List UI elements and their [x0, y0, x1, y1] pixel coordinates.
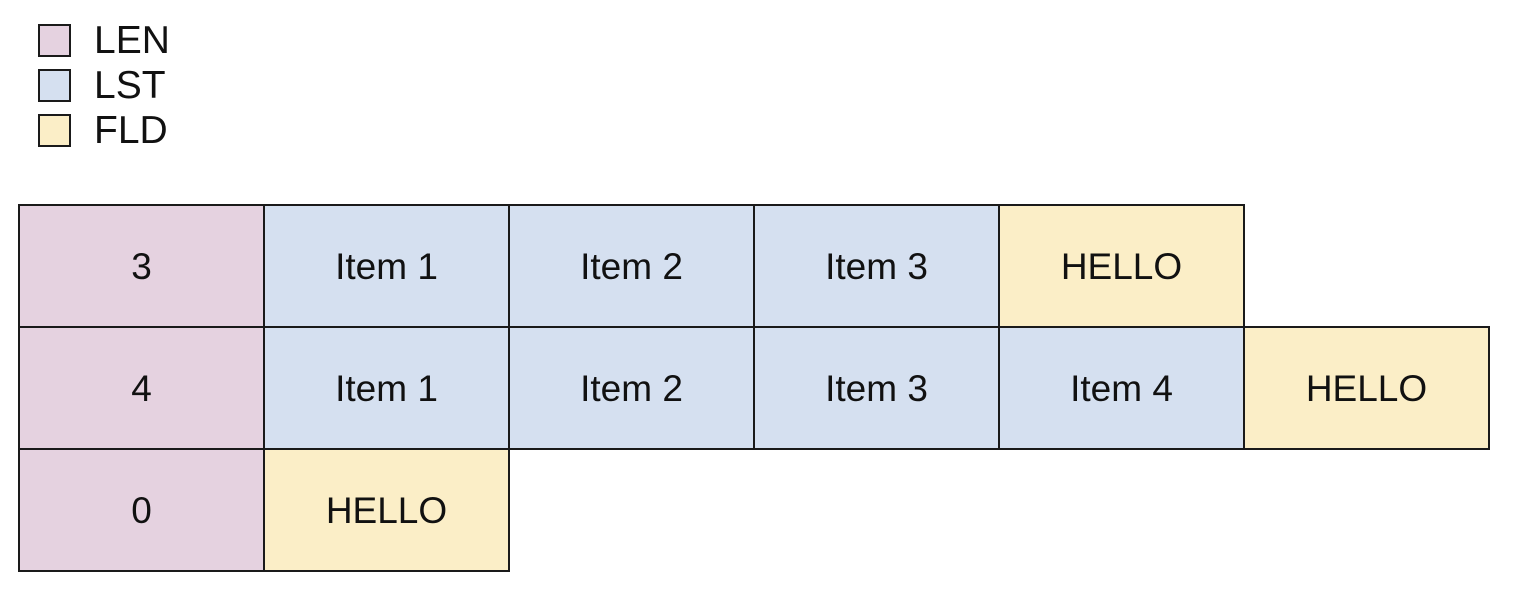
table-cell-lst: Item 1	[263, 326, 510, 450]
table-cell-len: 0	[18, 448, 265, 572]
table-cell-len: 3	[18, 204, 265, 328]
table-cell-fld: HELLO	[1243, 326, 1490, 450]
legend-swatch-len	[38, 24, 71, 57]
table-cell-lst: Item 2	[508, 204, 755, 328]
legend-swatch-lst	[38, 69, 71, 102]
legend-label-len: LEN	[94, 19, 170, 62]
legend-item-fld: FLD	[38, 108, 438, 153]
table-cell-lst: Item 1	[263, 204, 510, 328]
table-cell-lst: Item 3	[753, 326, 1000, 450]
table-cell-fld: HELLO	[998, 204, 1245, 328]
legend-item-lst: LST	[38, 63, 438, 108]
legend-label-fld: FLD	[94, 109, 168, 152]
legend-label-lst: LST	[94, 64, 166, 107]
table-cell-lst: Item 4	[998, 326, 1245, 450]
table-cell-lst: Item 3	[753, 204, 1000, 328]
legend-item-len: LEN	[38, 18, 438, 63]
table-cell-fld: HELLO	[263, 448, 510, 572]
legend-swatch-fld	[38, 114, 71, 147]
table-cell-lst: Item 2	[508, 326, 755, 450]
table-cell-len: 4	[18, 326, 265, 450]
